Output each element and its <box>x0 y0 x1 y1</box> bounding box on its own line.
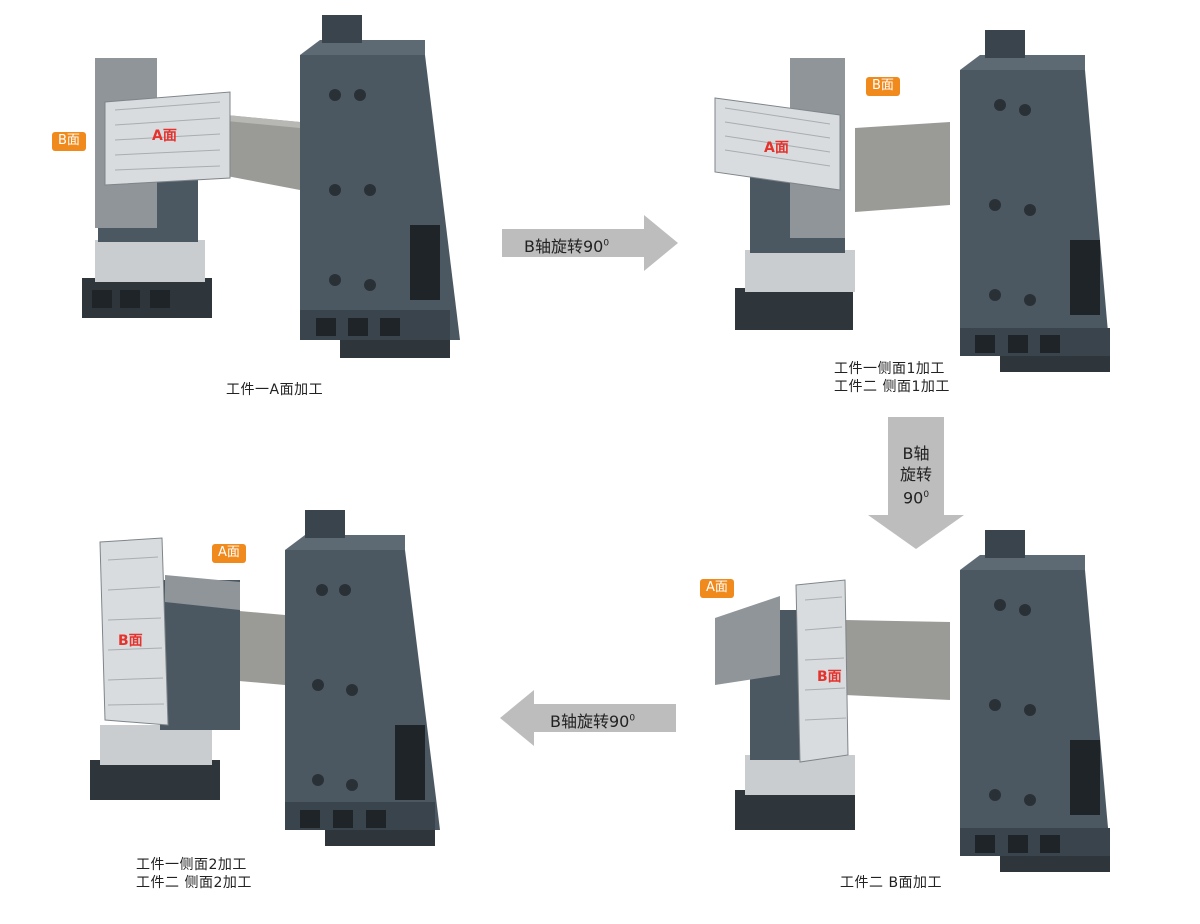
b-face-label: B面 <box>817 669 842 685</box>
rotate-label-vertical: B轴 旋转 900 <box>886 443 946 508</box>
caption-line: 工件一侧面2加工 <box>136 857 247 873</box>
caption-line: 工件一A面加工 <box>226 382 324 398</box>
a-face-label: A面 <box>152 128 177 144</box>
b-face-tag: B面 <box>52 132 86 151</box>
label-line: B轴 <box>902 444 930 463</box>
step-2-caption: 工件一侧面1加工 工件二 侧面1加工 <box>834 360 950 396</box>
machine-view-step-4: A面 B面 工件一侧面2加工 工件二 侧面2加工 <box>0 490 600 924</box>
machine-view-step-1: B面 A面 工件一A面加工 <box>0 0 600 400</box>
arrow-left-icon <box>500 690 676 746</box>
rotate-label: B轴旋转900 <box>524 237 610 256</box>
machine-illustration <box>82 15 460 358</box>
step-1-caption: 工件一A面加工 <box>226 381 323 399</box>
rotate-arrow-right: B轴旋转900 <box>502 215 680 271</box>
machine-view-step-2: B面 A面 工件一侧面1加工 工件二 侧面1加工 <box>600 0 1200 400</box>
machine-illustration <box>715 530 1110 872</box>
caption-line: 工件二 B面加工 <box>840 875 943 891</box>
rotate-arrow-down: B轴 旋转 900 <box>866 417 966 551</box>
step-3-caption: 工件二 B面加工 <box>840 874 942 892</box>
rotate-label: B轴旋转900 <box>550 712 636 731</box>
rotate-arrow-left: B轴旋转900 <box>500 690 678 746</box>
machine-illustration <box>90 510 440 846</box>
caption-line: 工件二 侧面1加工 <box>834 379 950 395</box>
a-face-label: A面 <box>764 140 789 156</box>
label-line: 900 <box>902 488 930 508</box>
caption-line: 工件二 侧面2加工 <box>136 875 252 891</box>
arrow-down-icon <box>868 417 964 549</box>
label-line: 旋转 <box>899 465 932 484</box>
step-4-caption: 工件一侧面2加工 工件二 侧面2加工 <box>136 856 252 892</box>
machine-view-step-3: A面 B面 工件二 B面加工 <box>600 490 1200 924</box>
arrow-right-icon <box>502 215 678 271</box>
caption-line: 工件一侧面1加工 <box>834 361 945 377</box>
a-face-tag: A面 <box>700 579 734 598</box>
b-face-tag: B面 <box>866 77 900 96</box>
a-face-tag: A面 <box>212 544 246 563</box>
b-face-label: B面 <box>118 633 143 649</box>
machine-illustration <box>714 30 1110 372</box>
